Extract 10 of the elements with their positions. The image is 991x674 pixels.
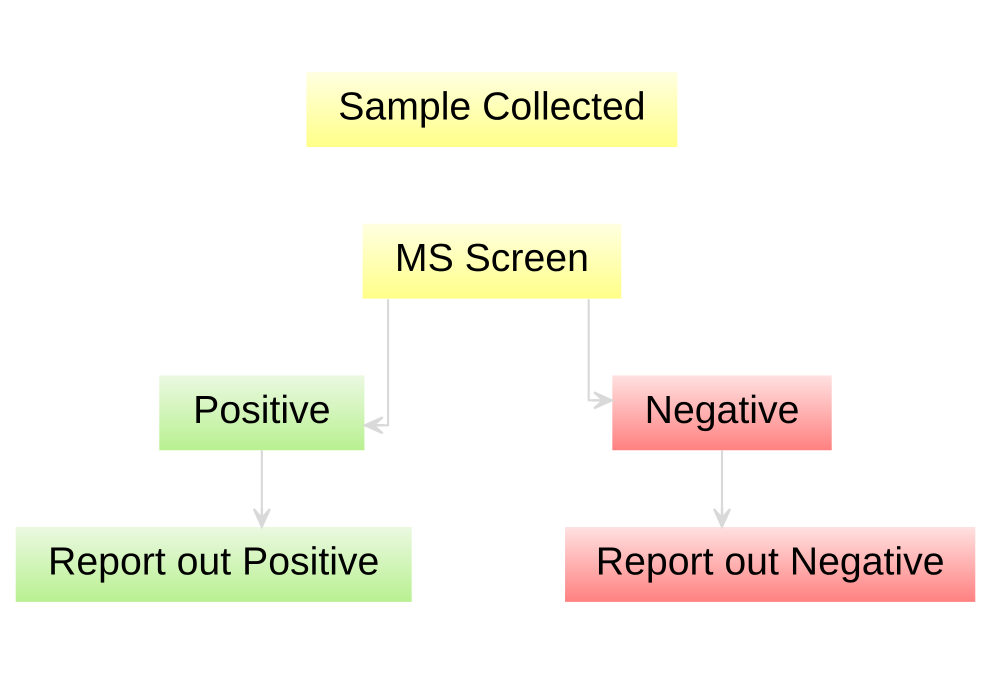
arrow [712, 450, 732, 528]
node-box: Report out Positive [16, 526, 412, 602]
arrow [588, 299, 613, 410]
node-box: MS Screen [362, 224, 622, 299]
arrow [364, 299, 390, 434]
node-box: Negative [612, 375, 832, 450]
node-box: Report out Negative [565, 526, 976, 602]
node-box: Sample Collected [306, 72, 678, 148]
arrow [252, 450, 271, 528]
node-box: Positive [159, 375, 364, 450]
